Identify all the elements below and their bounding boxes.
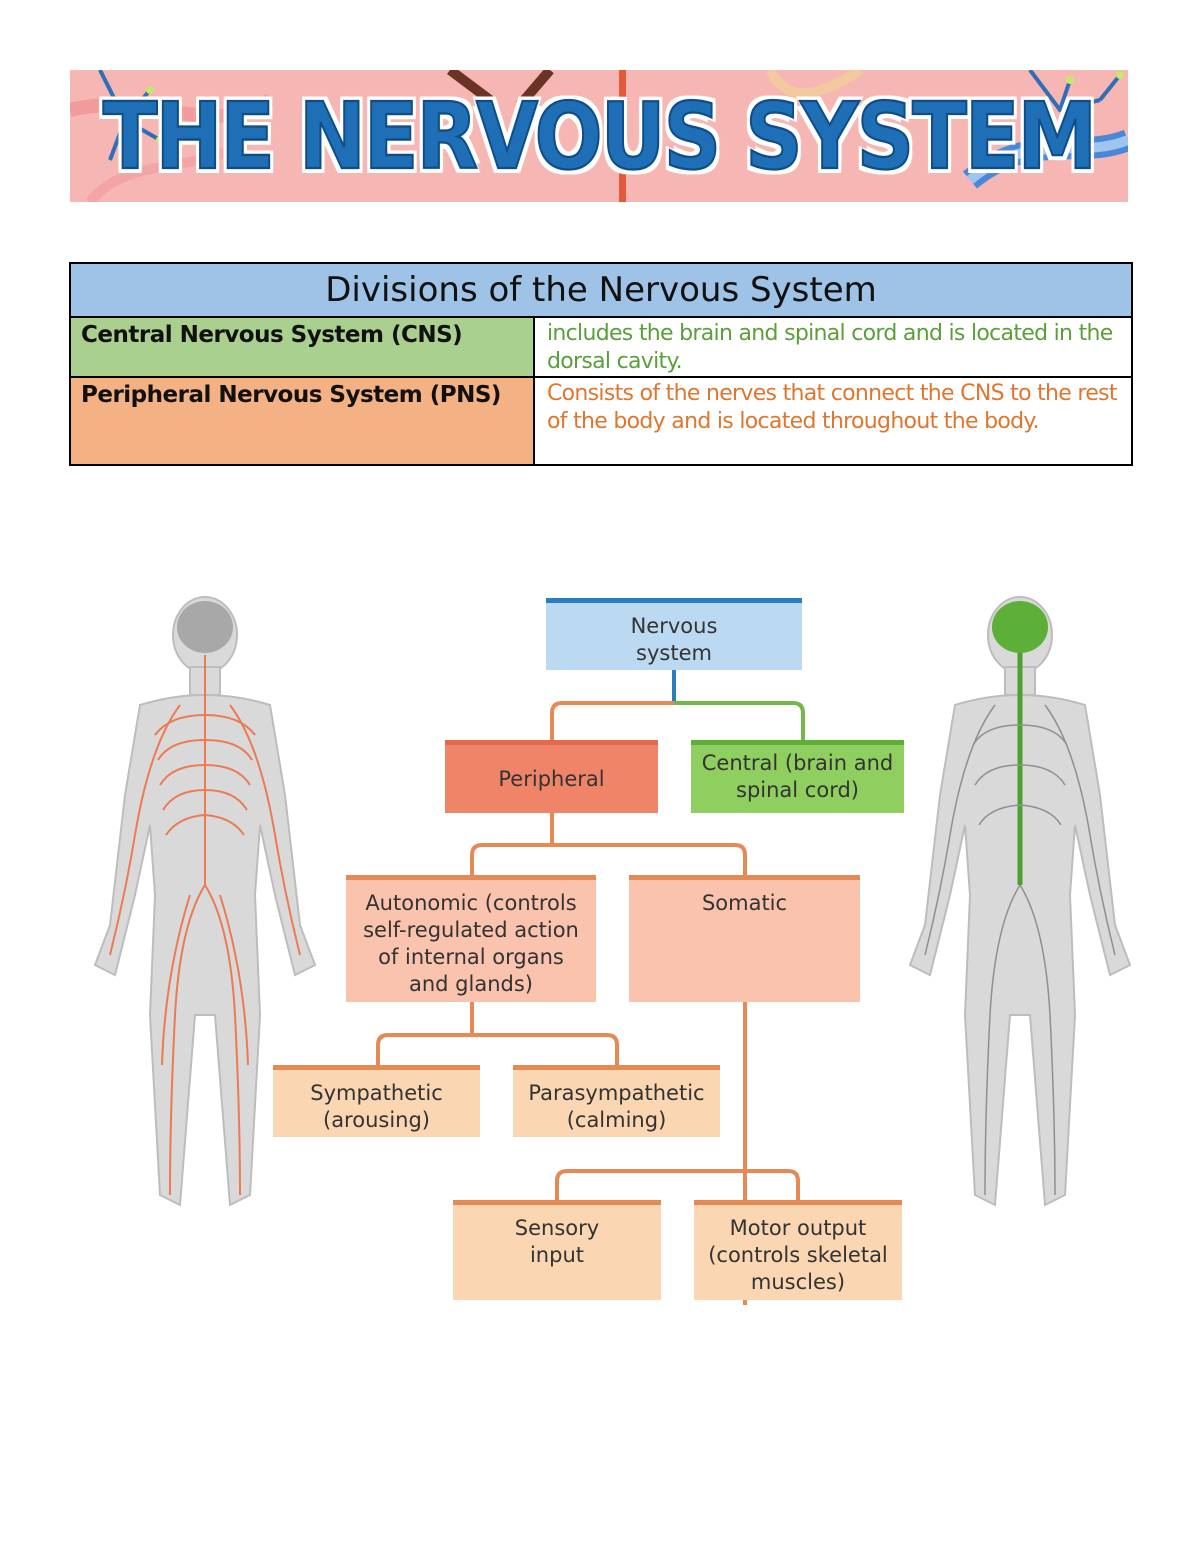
- table-heading: Divisions of the Nervous System: [69, 262, 1133, 318]
- central-box: Central (brain and spinal cord): [691, 745, 904, 813]
- table-row: Central Nervous System (CNS) includes th…: [69, 316, 1133, 378]
- nervous-system-hierarchy-diagram: Nervous system Peripheral Central (brain…: [270, 595, 910, 1305]
- sensory-input-box: Sensory input: [453, 1205, 661, 1300]
- somatic-box: Somatic: [629, 880, 860, 1002]
- human-body-peripheral-nerves: [93, 596, 317, 1207]
- motor-output-label: Motor output (controls skeletal muscles): [708, 1216, 888, 1294]
- nervous-system-banner-illustration: [70, 70, 1128, 202]
- autonomic-box: Autonomic (controls self-regulated actio…: [346, 880, 596, 1002]
- autonomic-label: Autonomic (controls self-regulated actio…: [363, 891, 579, 996]
- parasympathetic-label: Parasympathetic (calming): [528, 1081, 705, 1132]
- somatic-label: Somatic: [701, 891, 788, 915]
- banner-title: THE NERVOUS SYSTEM: [102, 81, 1098, 190]
- connector-lines: [273, 598, 904, 1305]
- divisions-table: Divisions of the Nervous System Central …: [69, 262, 1133, 466]
- cns-description: includes the brain and spinal cord and i…: [547, 321, 1113, 374]
- nervous-system-label: Nervous system: [630, 614, 718, 665]
- peripheral-label: Peripheral: [498, 766, 605, 791]
- cns-term-cell: Central Nervous System (CNS): [69, 316, 535, 378]
- human-body-central-nerves: [908, 596, 1132, 1207]
- sympathetic-label: Sympathetic (arousing): [310, 1081, 443, 1132]
- parasympathetic-box: Parasympathetic (calming): [513, 1070, 720, 1137]
- pns-term: Peripheral Nervous System (PNS): [81, 382, 501, 408]
- central-label: Central (brain and spinal cord): [701, 751, 894, 802]
- sympathetic-box: Sympathetic (arousing): [273, 1070, 480, 1137]
- pns-description-cell: Consists of the nerves that connect the …: [533, 376, 1133, 466]
- motor-output-box: Motor output (controls skeletal muscles): [694, 1205, 902, 1300]
- cns-term: Central Nervous System (CNS): [81, 322, 463, 348]
- pns-term-cell: Peripheral Nervous System (PNS): [69, 376, 535, 466]
- sensory-input-label: Sensory input: [514, 1216, 600, 1267]
- nervous-system-box: Nervous system: [546, 603, 802, 670]
- pns-description: Consists of the nerves that connect the …: [547, 381, 1118, 434]
- cns-description-cell: includes the brain and spinal cord and i…: [533, 316, 1133, 378]
- title-banner: THE NERVOUS SYSTEM: [70, 70, 1128, 202]
- peripheral-box: Peripheral: [445, 745, 658, 813]
- table-row: Peripheral Nervous System (PNS) Consists…: [69, 376, 1133, 466]
- table-header-row: Divisions of the Nervous System: [69, 262, 1133, 318]
